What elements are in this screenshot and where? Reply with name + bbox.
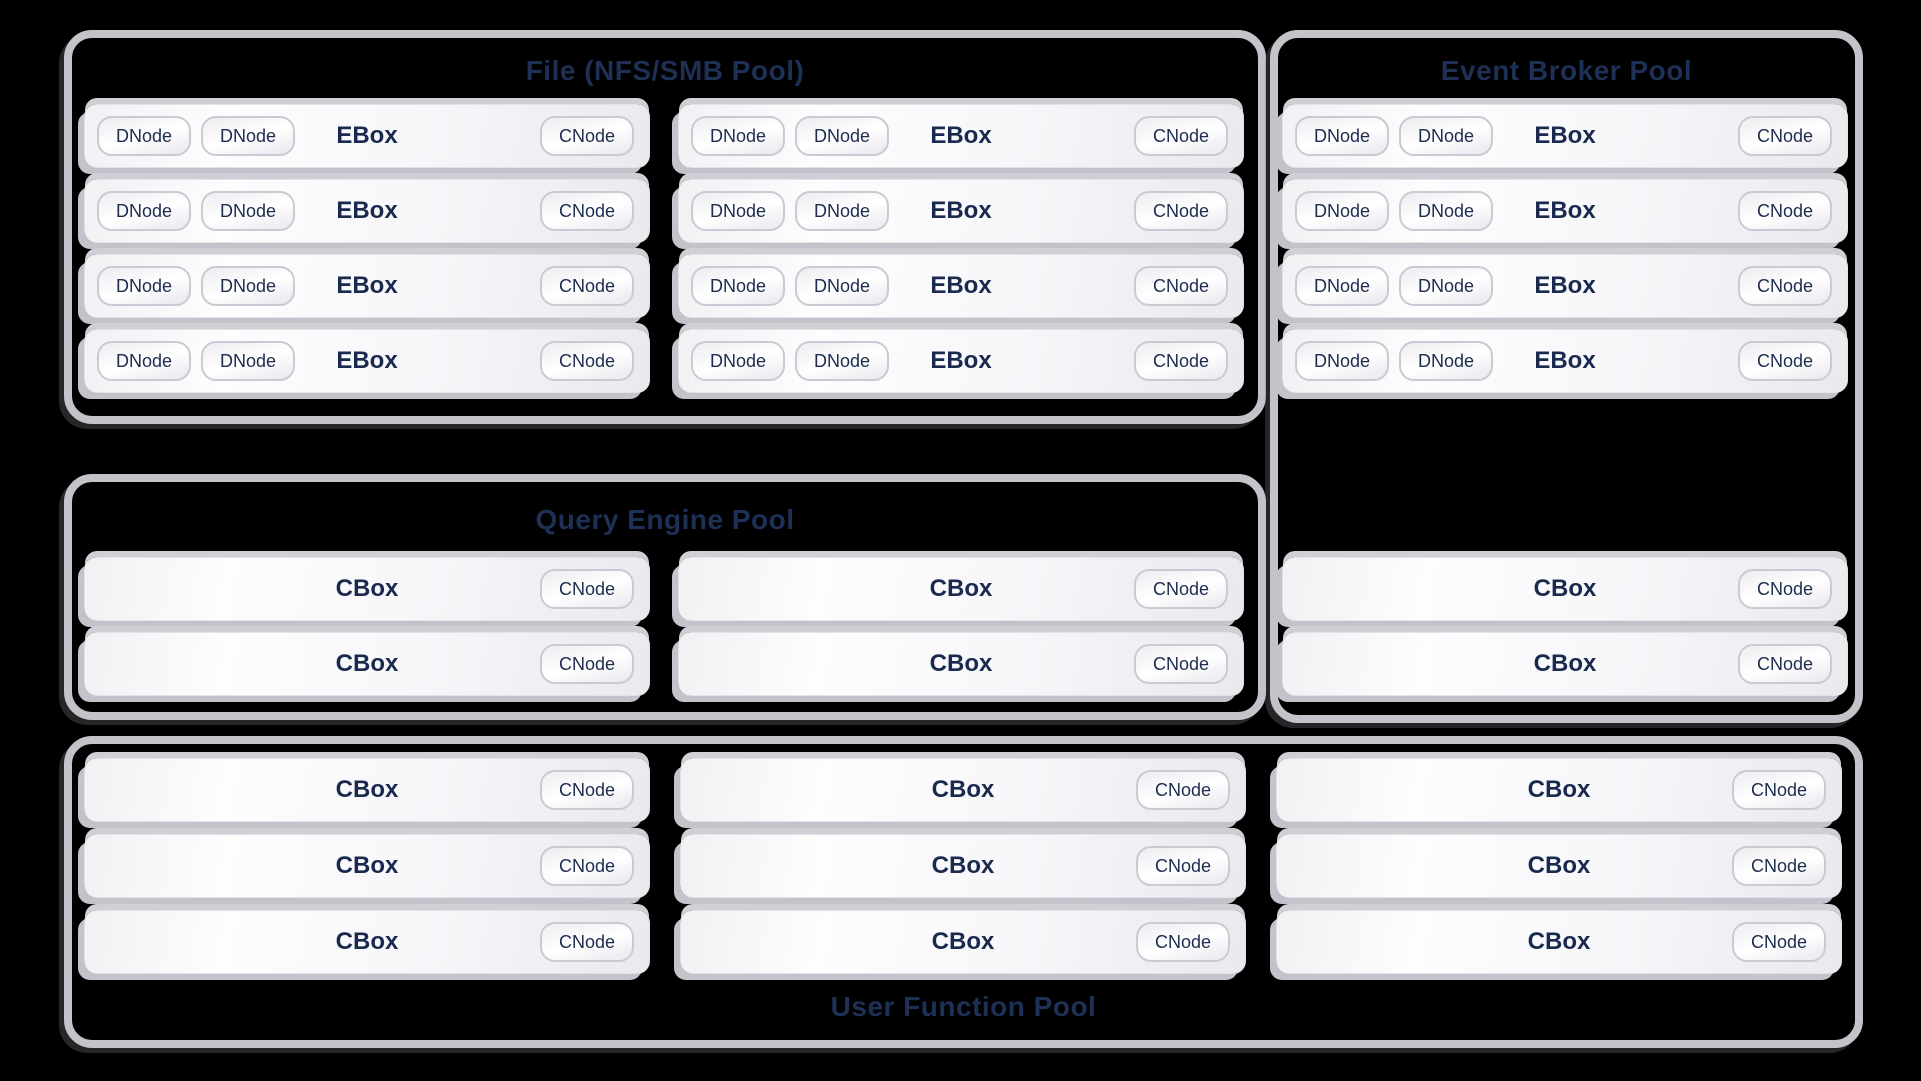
dnode-pill: DNode bbox=[1399, 116, 1494, 156]
dnode-pill: DNode bbox=[201, 266, 296, 306]
cnode-pill: CNode bbox=[1133, 341, 1228, 381]
dnode-pill: DNode bbox=[691, 191, 786, 231]
cnode-pill: CNode bbox=[539, 922, 634, 962]
dnode-pill: DNode bbox=[691, 341, 786, 381]
cnode-pill: CNode bbox=[1133, 116, 1228, 156]
cnode-pill: CNode bbox=[1737, 116, 1832, 156]
dnode-pill: DNode bbox=[691, 266, 786, 306]
dnode-pill: DNode bbox=[201, 116, 296, 156]
dnode-pill: DNode bbox=[1295, 341, 1390, 381]
cnode-pill: CNode bbox=[1135, 922, 1230, 962]
cnode-pill: CNode bbox=[1737, 191, 1832, 231]
cnode-pill: CNode bbox=[539, 770, 634, 810]
spacer bbox=[1282, 404, 1848, 546]
dnode-pill: DNode bbox=[795, 341, 890, 381]
cnode-pill: CNode bbox=[1737, 341, 1832, 381]
cnode-pill: CNode bbox=[1731, 846, 1826, 886]
dnode-pill: DNode bbox=[795, 191, 890, 231]
dnode-pill: DNode bbox=[795, 116, 890, 156]
dnode-pill: DNode bbox=[795, 266, 890, 306]
dnode-pill: DNode bbox=[1295, 116, 1390, 156]
cnode-pill: CNode bbox=[539, 266, 634, 306]
cnode-pill: CNode bbox=[1737, 569, 1832, 609]
pool-title: User Function Pool bbox=[830, 991, 1097, 1022]
cnode-pill: CNode bbox=[1133, 266, 1228, 306]
dnode-pill: DNode bbox=[1295, 266, 1390, 306]
dnode-pill: DNode bbox=[1399, 191, 1494, 231]
pool-title: File (NFS/SMB Pool) bbox=[525, 55, 805, 86]
cnode-pill: CNode bbox=[1133, 569, 1228, 609]
cnode-pill: CNode bbox=[1737, 644, 1832, 684]
cnode-pill: CNode bbox=[539, 191, 634, 231]
cnode-pill: CNode bbox=[539, 116, 634, 156]
dnode-pill: DNode bbox=[97, 266, 192, 306]
cnode-pill: CNode bbox=[1133, 191, 1228, 231]
dnode-pill: DNode bbox=[1295, 191, 1390, 231]
pool-title: Query Engine Pool bbox=[535, 503, 795, 535]
cnode-pill: CNode bbox=[1737, 266, 1832, 306]
dnode-pill: DNode bbox=[201, 341, 296, 381]
dnode-pill: DNode bbox=[97, 341, 192, 381]
cnode-pill: CNode bbox=[539, 644, 634, 684]
pool-title: Event Broker Pool bbox=[1440, 55, 1693, 86]
dnode-pill: DNode bbox=[1399, 341, 1494, 381]
cnode-pill: CNode bbox=[1731, 770, 1826, 810]
cnode-pill: CNode bbox=[1133, 644, 1228, 684]
dnode-pill: DNode bbox=[201, 191, 296, 231]
cnode-pill: CNode bbox=[539, 846, 634, 886]
cnode-pill: CNode bbox=[1731, 922, 1826, 962]
dnode-pill: DNode bbox=[97, 116, 192, 156]
cnode-pill: CNode bbox=[539, 341, 634, 381]
dnode-pill: DNode bbox=[1399, 266, 1494, 306]
dnode-pill: DNode bbox=[97, 191, 192, 231]
cnode-pill: CNode bbox=[539, 569, 634, 609]
cnode-pill: CNode bbox=[1135, 846, 1230, 886]
cnode-pill: CNode bbox=[1135, 770, 1230, 810]
dnode-pill: DNode bbox=[691, 116, 786, 156]
